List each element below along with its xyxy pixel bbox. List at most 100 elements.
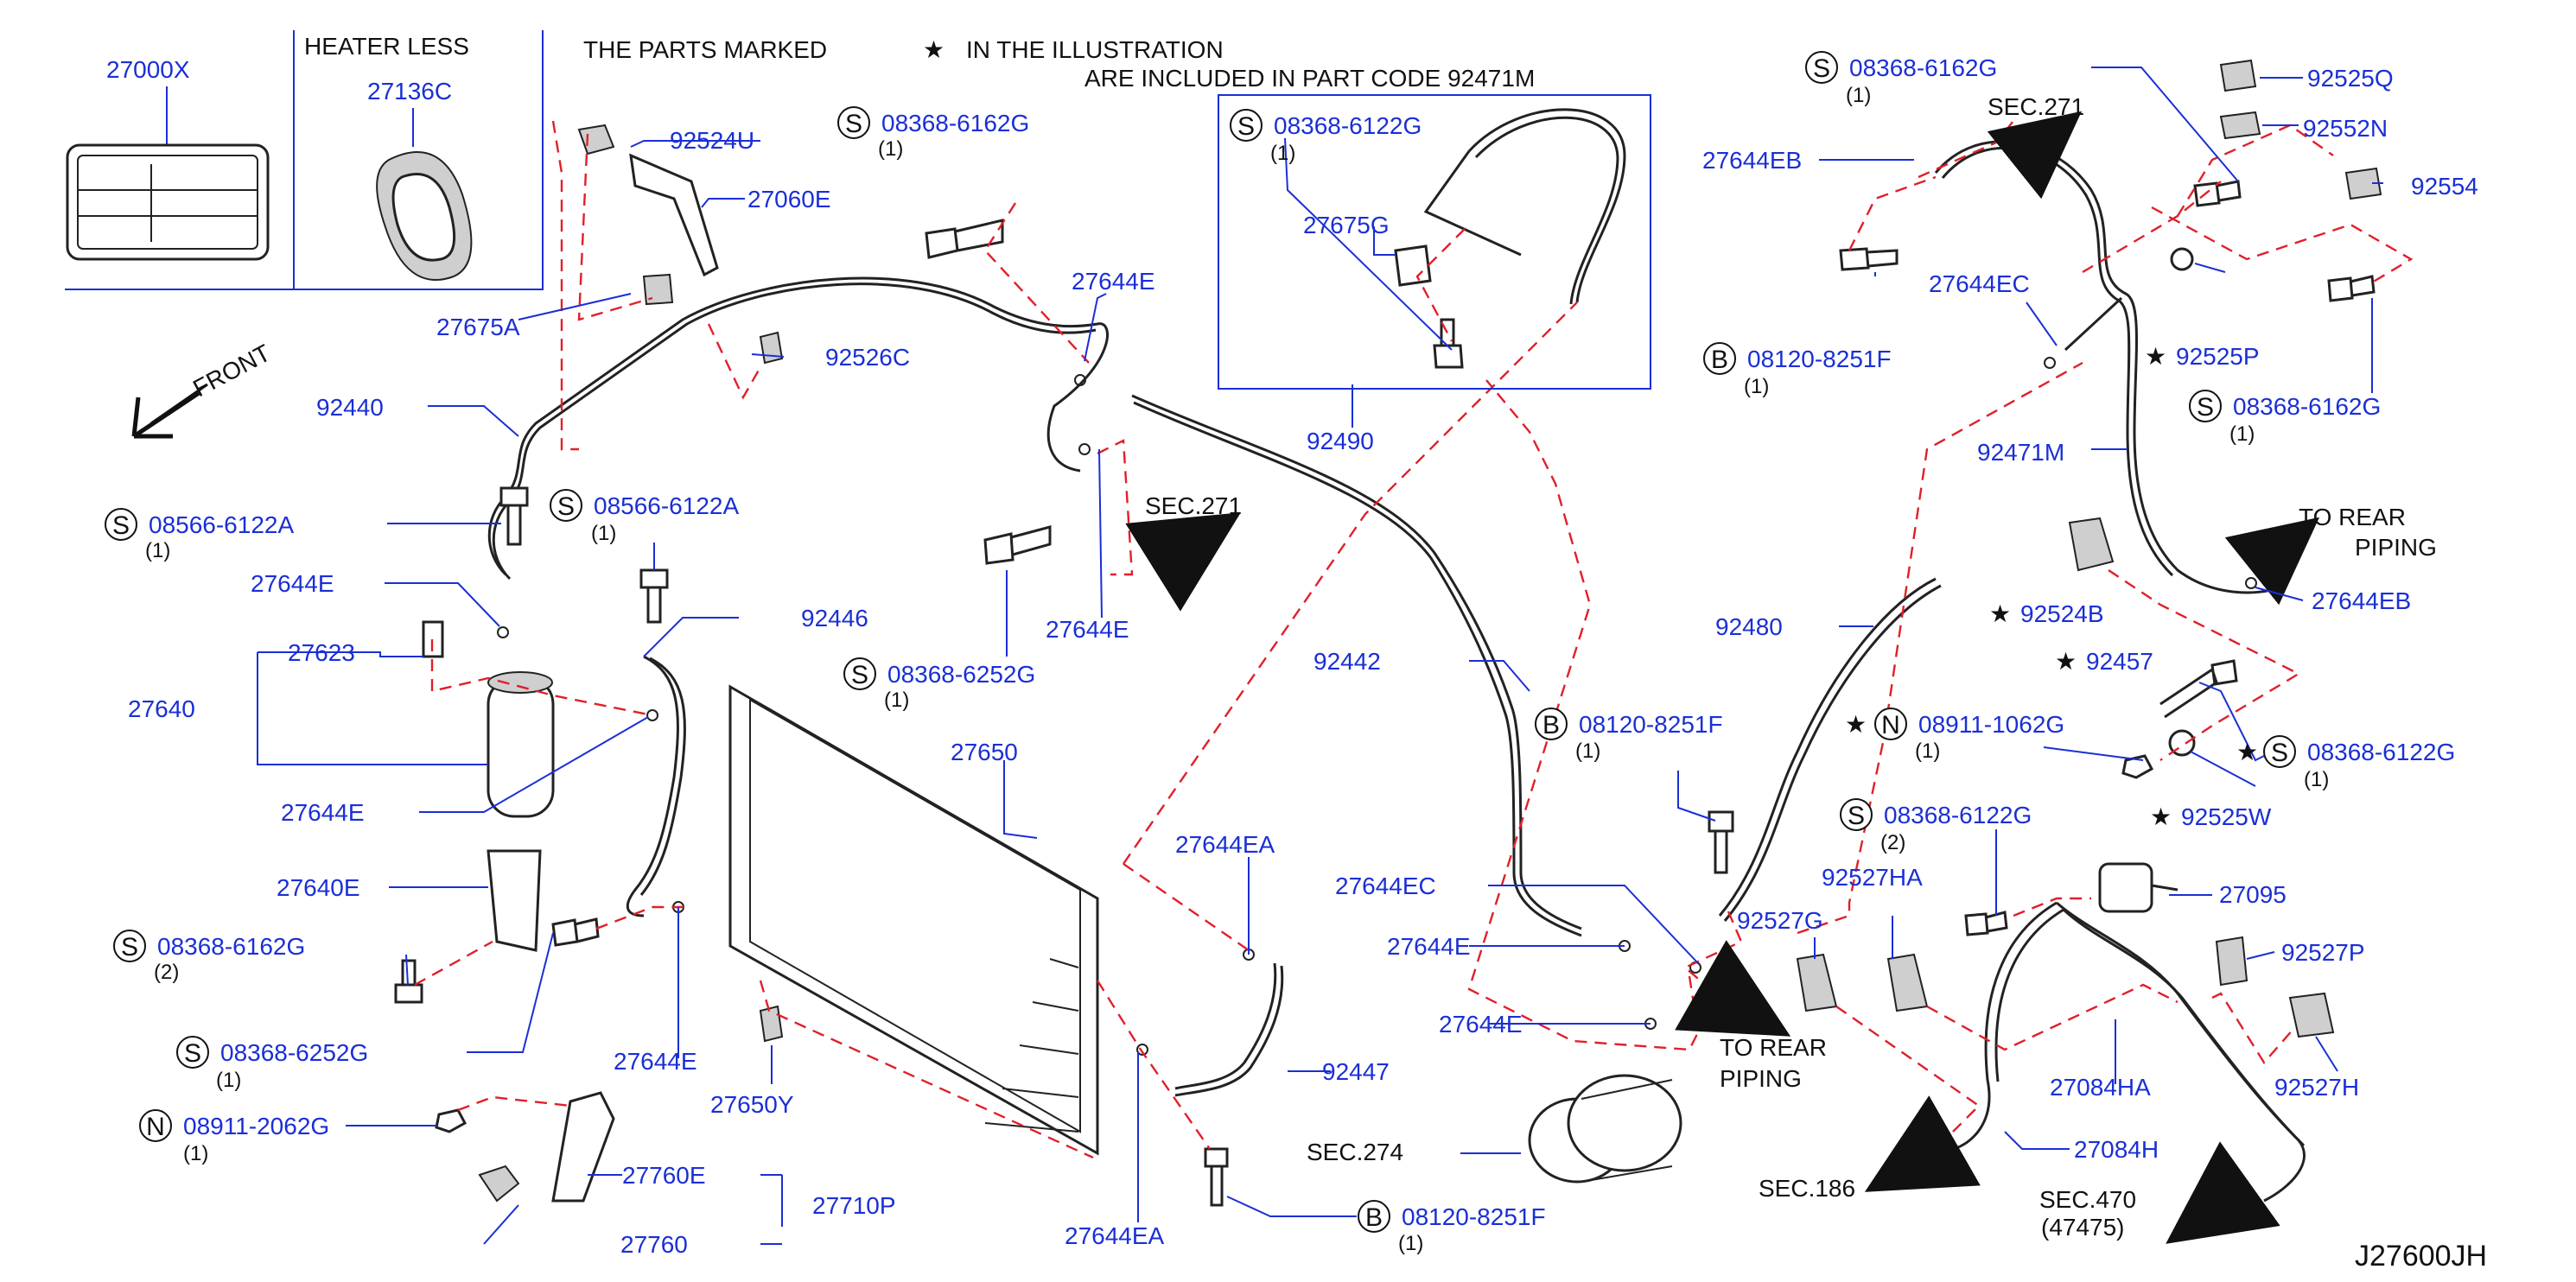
label-27623[interactable]: 27623 <box>288 639 355 666</box>
disc-s: S <box>121 933 138 962</box>
qty-08368-6162G-top: (1) <box>878 137 903 161</box>
label-08911-1062G[interactable]: 08911-1062G <box>1918 711 2064 738</box>
label-27760[interactable]: 27760 <box>620 1231 688 1258</box>
diagram-code: J27600JH <box>2355 1240 2487 1272</box>
qty-08566-left: (1) <box>145 539 170 562</box>
label-92447[interactable]: 92447 <box>1322 1058 1390 1085</box>
sensor-27760 <box>478 1165 520 1203</box>
label-27644E-2[interactable]: 27644E <box>281 799 365 826</box>
inset-label-box-part-number[interactable]: 27000X <box>106 56 190 83</box>
label-92552N[interactable]: 92552N <box>2303 115 2388 142</box>
inset-grommet-part-number[interactable]: 27136C <box>367 78 452 105</box>
sec186-label[interactable]: SEC.186 <box>1759 1175 1855 1202</box>
label-92524B[interactable]: 92524B <box>2020 600 2104 627</box>
label-27760E[interactable]: 27760E <box>622 1162 706 1189</box>
label-08368-6122G-c[interactable]: 08368-6122G <box>1884 802 2032 828</box>
label-08368-6252G-left[interactable]: 08368-6252G <box>220 1039 368 1066</box>
label-27675A[interactable]: 27675A <box>436 314 520 340</box>
label-27084H[interactable]: 27084H <box>2074 1136 2159 1163</box>
front-direction-arrow: FRONT <box>131 340 275 439</box>
label-08120-8251F-bottom[interactable]: 08120-8251F <box>1402 1203 1546 1230</box>
label-92525P[interactable]: 92525P <box>2176 343 2260 370</box>
label-92490[interactable]: 92490 <box>1307 428 1374 454</box>
label-27710P[interactable]: 27710P <box>812 1192 896 1219</box>
label-92527HA[interactable]: 92527HA <box>1822 864 1923 891</box>
label-27095[interactable]: 27095 <box>2219 881 2287 908</box>
label-08368-6122G-r[interactable]: 08368-6122G <box>2307 739 2455 765</box>
disc-s: S <box>851 661 868 689</box>
bolt-08368-6252G-left <box>551 917 600 947</box>
label-27644E-5[interactable]: 27644E <box>1046 616 1129 643</box>
bolt-08368-6162G-top <box>925 219 1004 259</box>
sec470-sub-label: (47475) <box>2041 1214 2125 1241</box>
qty-08368-6252G-left: (1) <box>216 1069 241 1092</box>
label-92525W[interactable]: 92525W <box>2181 803 2272 830</box>
label-27644EC-2[interactable]: 27644EC <box>1929 270 2030 297</box>
sec274-label[interactable]: SEC.274 <box>1307 1139 1403 1165</box>
label-08566-6122A-mid[interactable]: 08566-6122A <box>594 492 739 519</box>
clip-27650Y <box>759 1005 784 1043</box>
to-rear-piping-right-line1: TO REAR <box>2299 504 2406 530</box>
header-note-line1b: IN THE ILLUSTRATION <box>966 36 1224 63</box>
label-08368-6162G-left[interactable]: 08368-6162G <box>157 933 305 960</box>
label-27644E-1[interactable]: 27644E <box>251 570 334 597</box>
label-27644E-6[interactable]: 27644E <box>1387 933 1471 960</box>
label-27644EB-2[interactable]: 27644EB <box>2312 587 2411 614</box>
label-92471M[interactable]: 92471M <box>1977 439 2064 466</box>
label-92527G[interactable]: 92527G <box>1737 907 1823 934</box>
label-27644E-7[interactable]: 27644E <box>1439 1011 1523 1038</box>
label-plate <box>66 143 270 261</box>
label-27644E-3[interactable]: 27644E <box>614 1048 697 1075</box>
front-label: FRONT <box>188 340 275 403</box>
label-27644E-4[interactable]: 27644E <box>1072 268 1155 295</box>
label-92527H[interactable]: 92527H <box>2274 1074 2359 1101</box>
clip-92526C <box>759 331 784 365</box>
sec271-left-label[interactable]: SEC.271 <box>1145 492 1242 519</box>
clip-27675A <box>642 273 674 306</box>
pipe-92480 <box>1718 577 1942 922</box>
label-92446[interactable]: 92446 <box>801 605 868 631</box>
label-92525Q[interactable]: 92525Q <box>2307 65 2394 92</box>
label-27644EC-1[interactable]: 27644EC <box>1335 873 1436 899</box>
label-08120-8251F-mid[interactable]: 08120-8251F <box>1579 711 1723 738</box>
dashed-connector-lines <box>414 120 2414 1159</box>
label-92457[interactable]: 92457 <box>2086 648 2153 675</box>
label-08368-6122G-box[interactable]: 08368-6122G <box>1274 112 1422 139</box>
label-08368-6162G-r[interactable]: 08368-6162G <box>2233 393 2381 420</box>
label-08566-6122A-left[interactable]: 08566-6122A <box>149 511 294 538</box>
heater-less-label: HEATER LESS <box>304 33 469 60</box>
sec271-top-label[interactable]: SEC.271 <box>1988 93 2084 120</box>
qty-08368-6162G-left: (2) <box>154 961 179 984</box>
star-92525P: ★ <box>2145 343 2166 370</box>
label-27640E[interactable]: 27640E <box>277 874 360 901</box>
label-08120-8251F-right[interactable]: 08120-8251F <box>1747 346 1892 372</box>
label-27644EA-1[interactable]: 27644EA <box>1175 831 1275 858</box>
label-27644EA-2[interactable]: 27644EA <box>1065 1222 1165 1249</box>
pipe-92490 <box>1423 108 1626 305</box>
label-92524U[interactable]: 92524U <box>670 127 754 154</box>
disc-s: S <box>845 110 862 138</box>
label-27644EB-1[interactable]: 27644EB <box>1702 147 1802 174</box>
label-92526C[interactable]: 92526C <box>825 344 910 371</box>
label-27650[interactable]: 27650 <box>951 739 1018 765</box>
qty-08120-mid: (1) <box>1575 739 1600 763</box>
label-92480[interactable]: 92480 <box>1715 613 1783 640</box>
label-08368-6252G-mid[interactable]: 08368-6252G <box>887 661 1035 688</box>
label-92440[interactable]: 92440 <box>316 394 384 421</box>
label-08368-6162G-tr[interactable]: 08368-6162G <box>1849 54 1997 81</box>
label-27675G[interactable]: 27675G <box>1303 212 1390 238</box>
label-27084HA[interactable]: 27084HA <box>2050 1074 2151 1101</box>
label-27640[interactable]: 27640 <box>128 695 195 722</box>
label-27060E[interactable]: 27060E <box>747 186 831 213</box>
disc-b: B <box>1365 1203 1383 1232</box>
label-27650Y[interactable]: 27650Y <box>710 1091 794 1118</box>
label-92442[interactable]: 92442 <box>1313 648 1381 675</box>
label-92554[interactable]: 92554 <box>2411 173 2478 200</box>
qty-08368-6122G-c: (2) <box>1880 831 1905 854</box>
disc-s: S <box>112 511 130 540</box>
sec470-label[interactable]: SEC.470 <box>2039 1186 2136 1213</box>
label-92527P[interactable]: 92527P <box>2281 939 2365 966</box>
label-08911-2062G[interactable]: 08911-2062G <box>183 1113 329 1139</box>
label-08368-6162G-top[interactable]: 08368-6162G <box>881 110 1029 136</box>
